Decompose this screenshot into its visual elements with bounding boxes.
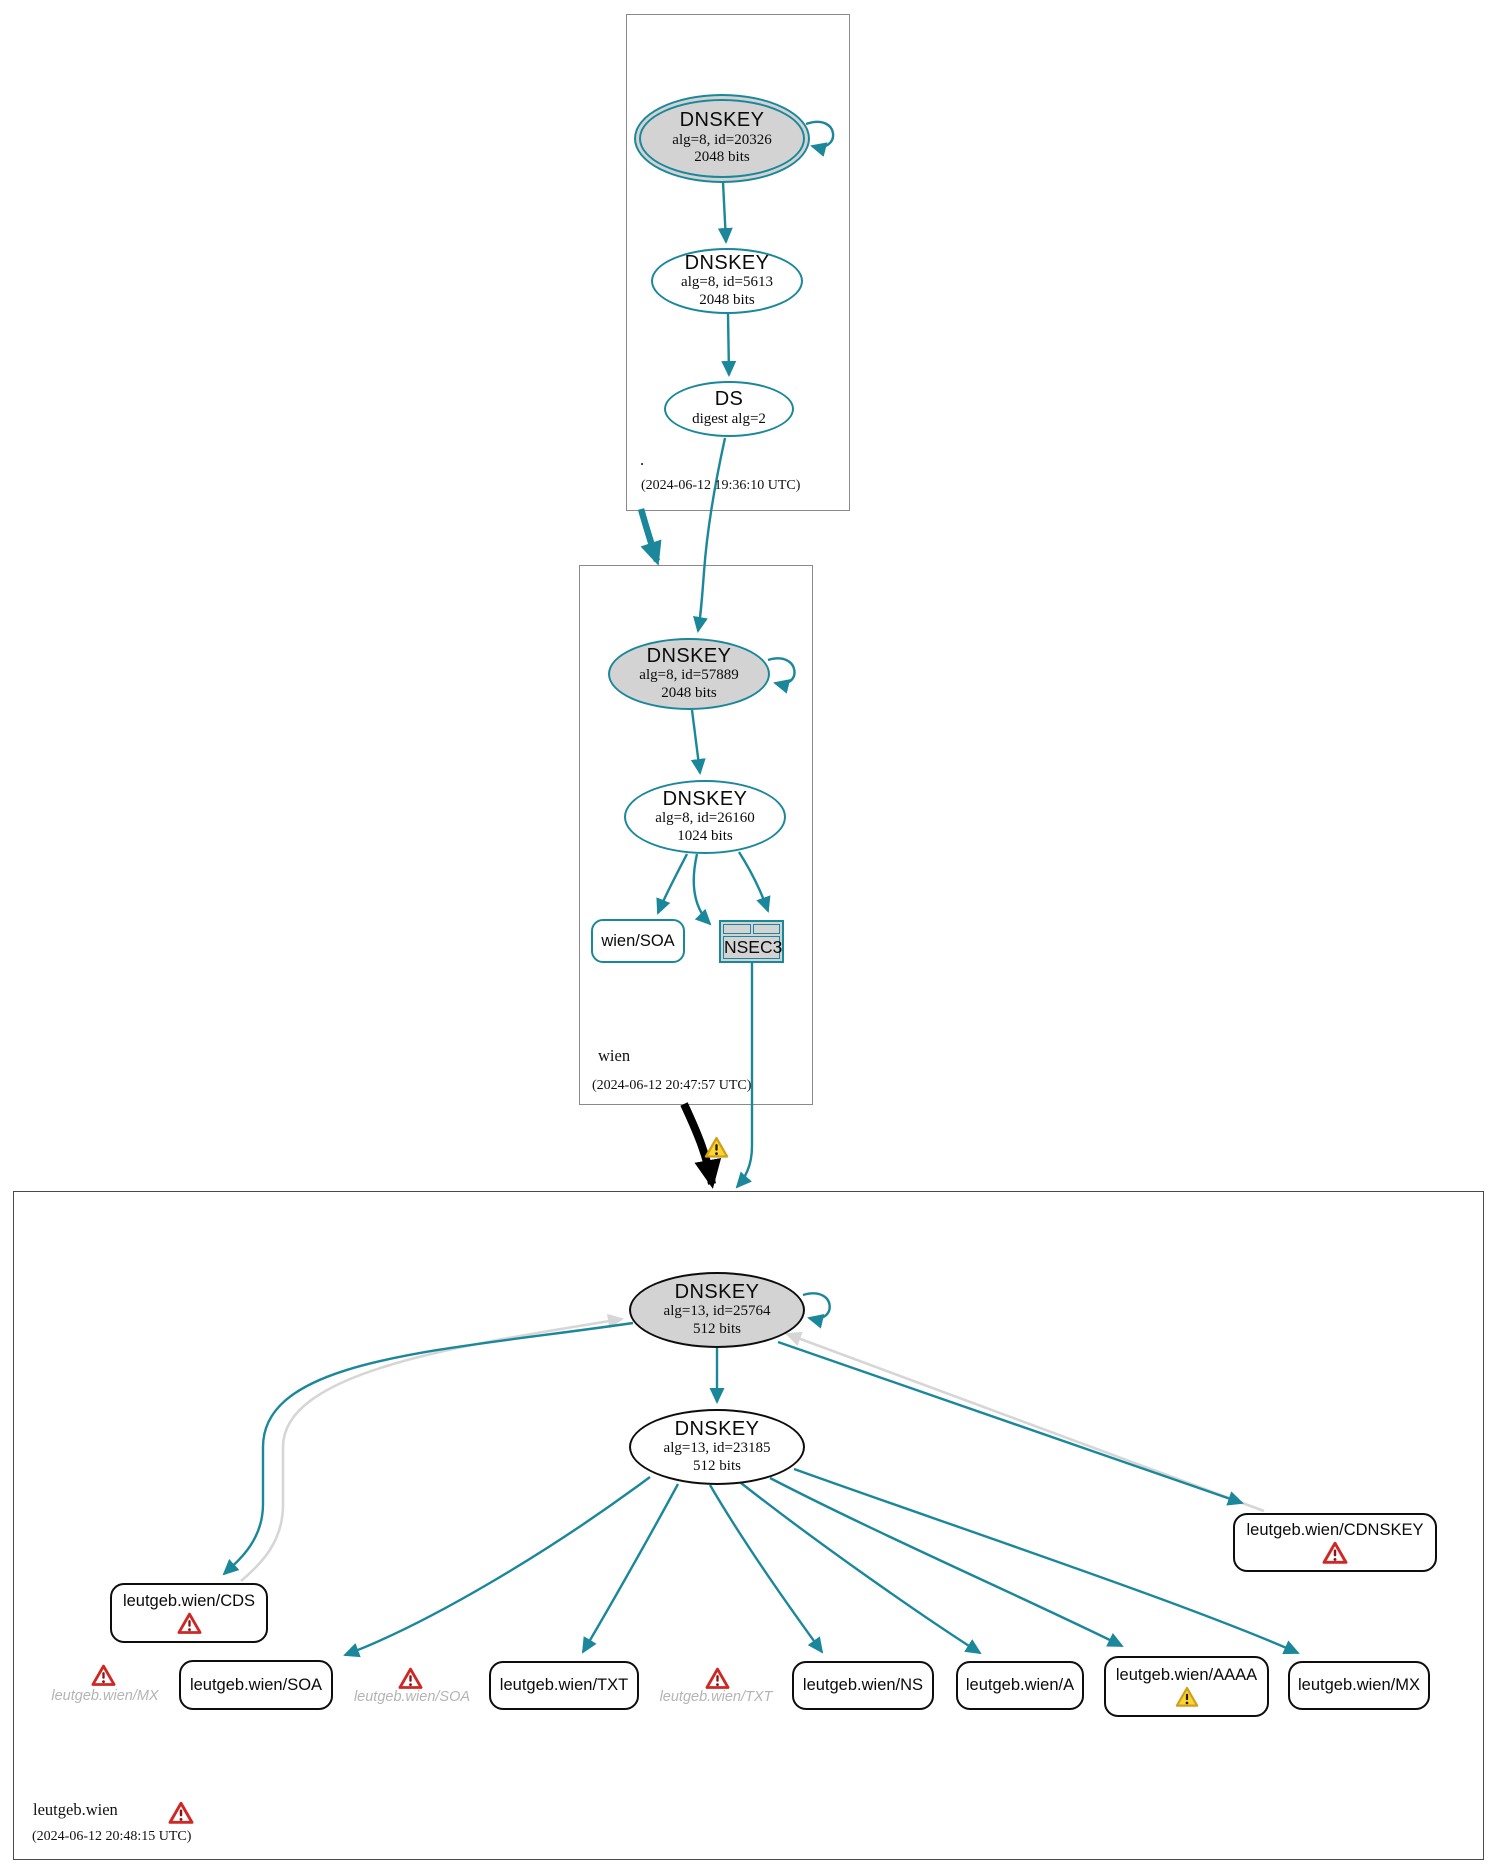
node-title: DS: [714, 388, 744, 411]
root-ksk-dnskey-node[interactable]: DNSKEY alg=8, id=20326 2048 bits: [634, 94, 810, 183]
wien-zsk-dnskey-node[interactable]: DNSKEY alg=8, id=26160 1024 bits: [624, 780, 786, 854]
node-title: DNSKEY: [684, 251, 770, 274]
error-icon: [1322, 1541, 1348, 1565]
leutgeb-cdnskey-rrset-node[interactable]: leutgeb.wien/CDNSKEY: [1233, 1513, 1437, 1572]
node-meta: alg=8, id=5613: [681, 274, 773, 291]
node-title: DNSKEY: [674, 1280, 760, 1303]
node-meta: alg=8, id=57889: [639, 667, 739, 684]
node-meta: alg=13, id=23185: [663, 1440, 771, 1457]
leutgeb-cds-rrset-node[interactable]: leutgeb.wien/CDS: [110, 1583, 268, 1643]
rrset-label: wien/SOA: [601, 931, 675, 950]
wien-nsec3-node[interactable]: NSEC3: [719, 920, 784, 963]
leutgeb-ksk-dnskey-node[interactable]: DNSKEY alg=13, id=25764 512 bits: [629, 1272, 805, 1348]
rrset-label: leutgeb.wien/TXT: [499, 1676, 629, 1694]
edge-root-to-wien-delegation: [637, 508, 662, 566]
leutgeb-zone-timestamp: (2024-06-12 20:48:15 UTC): [32, 1829, 192, 1844]
node-bits: 1024 bits: [677, 827, 733, 844]
node-title: DNSKEY: [646, 644, 732, 667]
nsec3-cells: [723, 924, 780, 934]
root-zone-timestamp: (2024-06-12 19:36:10 UTC): [641, 478, 801, 493]
leutgeb-soa-rrset-node[interactable]: leutgeb.wien/SOA: [179, 1660, 333, 1710]
root-zsk-dnskey-node[interactable]: DNSKEY alg=8, id=5613 2048 bits: [651, 248, 803, 314]
wien-zone-timestamp: (2024-06-12 20:47:57 UTC): [592, 1078, 752, 1093]
rrset-label: leutgeb.wien/CDS: [122, 1591, 256, 1610]
node-bits: 512 bits: [693, 1320, 741, 1337]
leutgeb-mx-rrset-node[interactable]: leutgeb.wien/MX: [1288, 1661, 1430, 1710]
leutgeb-ns-rrset-node[interactable]: leutgeb.wien/NS: [792, 1661, 934, 1710]
node-meta: alg=13, id=25764: [663, 1303, 771, 1320]
rrset-label: leutgeb.wien/SOA: [189, 1675, 323, 1694]
warning-icon: [704, 1136, 729, 1159]
rrset-label: leutgeb.wien/A: [965, 1676, 1075, 1694]
rrset-label: leutgeb.wien/CDNSKEY: [1246, 1520, 1424, 1539]
node-meta: alg=8, id=26160: [655, 810, 755, 827]
rrset-label: leutgeb.wien/MX: [1298, 1676, 1420, 1694]
error-icon: [398, 1667, 423, 1690]
node-bits: 2048 bits: [661, 684, 717, 701]
leutgeb-soa-ghost-label: leutgeb.wien/SOA: [353, 1689, 471, 1705]
error-icon: [168, 1801, 194, 1825]
leutgeb-aaaa-rrset-node[interactable]: leutgeb.wien/AAAA: [1104, 1656, 1269, 1717]
leutgeb-txt-rrset-node[interactable]: leutgeb.wien/TXT: [489, 1661, 639, 1710]
error-icon: [91, 1664, 116, 1687]
warning-icon: [1175, 1686, 1199, 1708]
node-title: DNSKEY: [662, 787, 748, 810]
root-ds-node[interactable]: DS digest alg=2: [664, 381, 794, 437]
wien-ksk-dnskey-node[interactable]: DNSKEY alg=8, id=57889 2048 bits: [608, 638, 770, 710]
error-icon: [705, 1667, 730, 1690]
node-meta: digest alg=2: [692, 410, 766, 427]
node-title: DNSKEY: [674, 1417, 760, 1440]
root-zone-box: [626, 14, 850, 511]
wien-soa-rrset-node[interactable]: wien/SOA: [591, 919, 685, 963]
error-icon: [177, 1612, 202, 1635]
leutgeb-zsk-dnskey-node[interactable]: DNSKEY alg=13, id=23185 512 bits: [629, 1409, 805, 1485]
leutgeb-wien-zone-box: [13, 1191, 1484, 1860]
leutgeb-a-rrset-node[interactable]: leutgeb.wien/A: [956, 1661, 1084, 1710]
wien-zone-label: wien: [598, 1046, 631, 1065]
leutgeb-mx-ghost-label: leutgeb.wien/MX: [51, 1688, 159, 1704]
nsec3-cell: [752, 924, 780, 934]
nsec3-label: NSEC3: [723, 936, 783, 959]
node-meta: alg=8, id=20326: [672, 131, 772, 148]
node-title: DNSKEY: [679, 109, 765, 132]
rrset-label: leutgeb.wien/AAAA: [1115, 1665, 1258, 1684]
leutgeb-txt-ghost-label: leutgeb.wien/TXT: [659, 1689, 773, 1705]
node-bits: 2048 bits: [694, 149, 750, 166]
rrset-label: leutgeb.wien/NS: [802, 1676, 924, 1694]
root-zone-label: .: [640, 450, 645, 469]
node-bits: 512 bits: [693, 1457, 741, 1474]
node-bits: 2048 bits: [699, 291, 755, 308]
leutgeb-zone-label: leutgeb.wien: [33, 1800, 118, 1819]
nsec3-cell: [723, 924, 751, 934]
